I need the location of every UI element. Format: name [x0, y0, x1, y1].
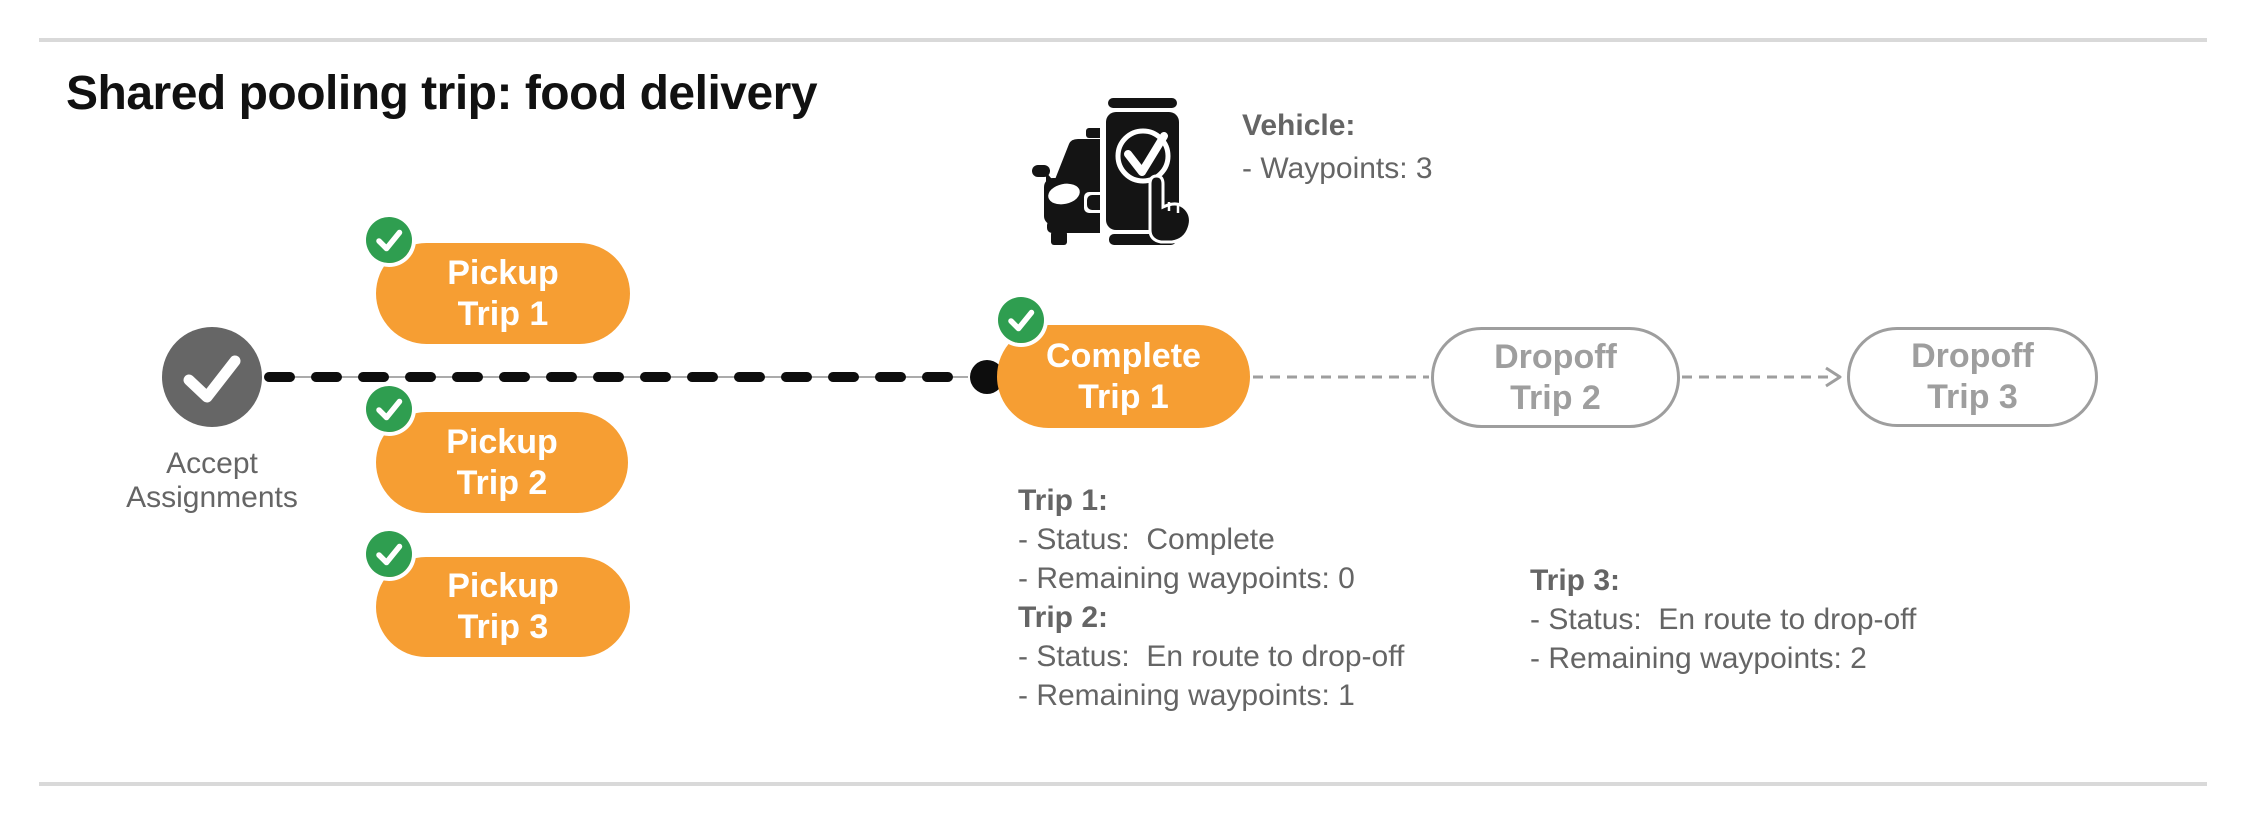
status-line: - Status: Complete [1018, 523, 1275, 556]
pill-label: Complete Trip 1 [1046, 336, 1201, 416]
pill-label: Pickup Trip 3 [447, 567, 559, 646]
top-divider [39, 38, 2207, 42]
node-dropoff-trip-2: Dropoff Trip 2 [1431, 327, 1680, 428]
node-pickup-trip-3: Pickup Trip 3 [366, 531, 630, 657]
status-block-trip-3: Trip 3: - Status: En route to drop-off -… [1530, 561, 1916, 678]
accept-assignments-label: Accept Assignments [126, 447, 298, 514]
check-badge-icon [998, 297, 1044, 343]
pill-label: Dropoff Trip 3 [1911, 337, 2034, 416]
pill-label: Pickup Trip 1 [447, 253, 559, 333]
node-complete-trip-1: Complete Trip 1 [997, 297, 1250, 428]
status-title: Trip 2: [1018, 601, 1109, 634]
node-pickup-trip-1: Pickup Trip 1 [366, 217, 630, 344]
node-pickup-trip-2: Pickup Trip 2 [366, 386, 628, 513]
status-title: Trip 1: [1018, 484, 1109, 517]
bottom-divider [39, 782, 2207, 786]
vehicle-waypoints: - Waypoints: 3 [1242, 152, 1433, 185]
check-icon [162, 327, 262, 427]
car-phone-check-icon [1020, 90, 1220, 290]
dashed-arrow-to-dropoff-3 [1681, 365, 1849, 389]
status-block-trips-1-2: Trip 1: - Status: Complete - Remaining w… [1018, 481, 1404, 715]
accept-assignments-node [162, 327, 262, 427]
dashed-connector-to-dropoff-2 [1252, 366, 1430, 388]
status-line: - Status: En route to drop-off [1018, 640, 1405, 673]
node-dropoff-trip-3: Dropoff Trip 3 [1847, 327, 2098, 427]
vehicle-label: Vehicle: [1242, 109, 1356, 142]
vehicle-info: Vehicle: - Waypoints: 3 [1242, 104, 1433, 190]
pill-label: Pickup Trip 2 [446, 422, 558, 502]
page-title: Shared pooling trip: food delivery [66, 67, 818, 120]
check-badge-icon [366, 531, 412, 577]
status-line: - Remaining waypoints: 1 [1018, 679, 1355, 712]
check-badge-icon [366, 386, 412, 432]
status-title: Trip 3: [1530, 564, 1621, 597]
status-line: - Remaining waypoints: 2 [1530, 642, 1867, 675]
status-line: - Remaining waypoints: 0 [1018, 562, 1355, 595]
pill-label: Dropoff Trip 2 [1494, 337, 1617, 417]
main-dashed-connector [262, 367, 972, 387]
check-badge-icon [366, 217, 412, 263]
status-line: - Status: En route to drop-off [1530, 603, 1917, 636]
